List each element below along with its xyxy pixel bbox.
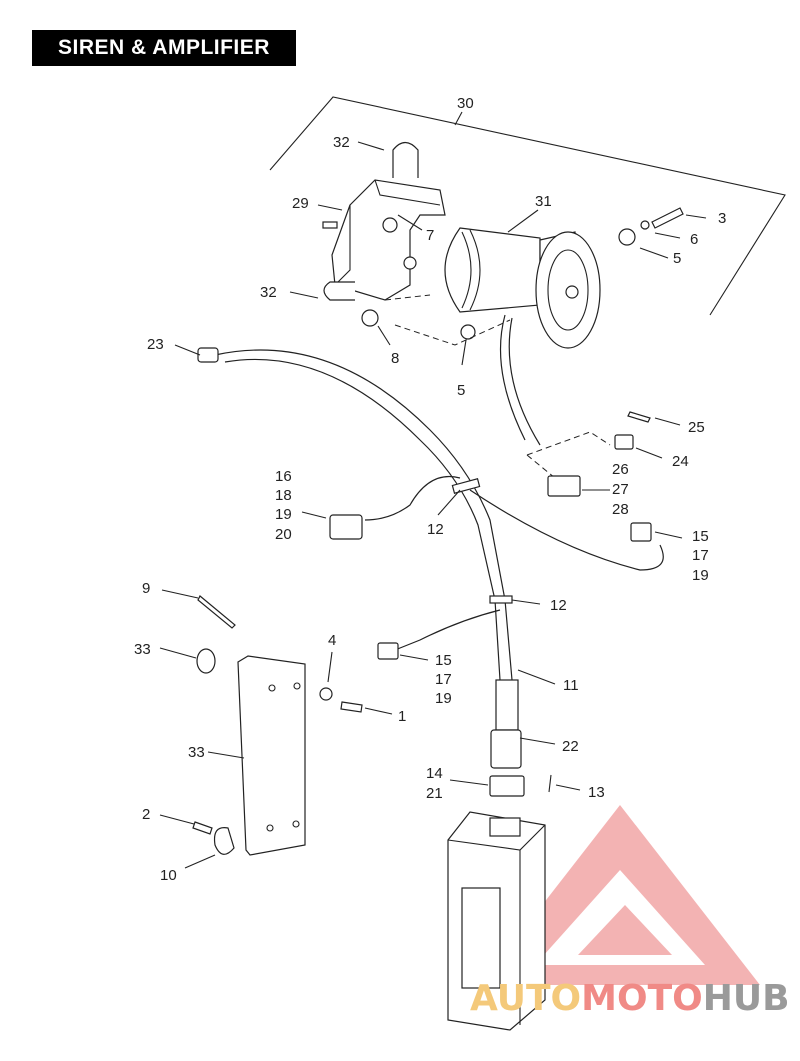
- callout-12: 12: [427, 521, 444, 538]
- washer-5: [618, 228, 636, 246]
- pin-13: [548, 774, 552, 793]
- callout-32: 32: [333, 134, 350, 151]
- u-bolt-lower: [323, 281, 355, 301]
- callout-6: 6: [690, 231, 698, 248]
- callout-8: 8: [391, 350, 399, 367]
- siren-lead-2: [508, 317, 541, 446]
- callout-23: 23: [147, 336, 164, 353]
- washer-6: [640, 220, 650, 230]
- callout-14: 14: [426, 765, 443, 782]
- harness-sleeve-11: [495, 679, 519, 731]
- callout-24: 24: [672, 453, 689, 470]
- callout-30: 30: [457, 95, 474, 112]
- callout-29: 29: [292, 195, 309, 212]
- connector-27: [547, 475, 581, 497]
- siren-assembly-bracket: [269, 96, 786, 316]
- callout-19-lower: 19: [435, 690, 452, 707]
- callout-16: 16: [275, 468, 292, 485]
- callout-13: 13: [588, 784, 605, 801]
- callout-2: 2: [142, 806, 150, 823]
- harness-connector-16: [329, 514, 363, 540]
- connector-14: [489, 775, 525, 797]
- connector-24: [614, 434, 634, 450]
- washer-4: [319, 687, 333, 701]
- callout-27: 27: [612, 481, 629, 498]
- callout-25: 25: [688, 419, 705, 436]
- watermark-hub: HUB: [703, 978, 790, 1019]
- diagram-title: SIREN & AMPLIFIER: [32, 30, 296, 66]
- screw-1: [340, 701, 363, 713]
- tie-9: [197, 595, 236, 629]
- amplifier: [447, 811, 546, 1031]
- callout-28: 28: [612, 501, 629, 518]
- callout-31: 31: [535, 193, 552, 210]
- callout-labels: 30 32 29 31 3 7 6 5 32 23 8 5 25 24 26 2…: [134, 95, 726, 884]
- callout-5-lower: 5: [457, 382, 465, 399]
- watermark-moto: MOTO: [581, 978, 703, 1019]
- callout-7: 7: [426, 227, 434, 244]
- callout-32-lower: 32: [260, 284, 277, 301]
- callout-22: 22: [562, 738, 579, 755]
- spacer-33: [196, 648, 216, 674]
- callout-18: 18: [275, 487, 292, 504]
- callout-33: 33: [134, 641, 151, 658]
- callout-10: 10: [160, 867, 177, 884]
- washer-5-lower: [460, 324, 476, 340]
- bolt-3: [651, 207, 684, 229]
- siren-speaker: [444, 227, 601, 349]
- mounting-plate: [237, 655, 306, 856]
- screw-2: [192, 821, 213, 835]
- u-bolt-top: [392, 141, 419, 178]
- nut-8: [361, 309, 379, 327]
- watermark-logo: [480, 805, 760, 985]
- callout-21: 21: [426, 785, 443, 802]
- callout-19-right: 19: [692, 567, 709, 584]
- siren-mount-bracket: [322, 179, 446, 301]
- connector-15-lower: [377, 642, 399, 660]
- watermark-auto: AUTO: [470, 978, 581, 1019]
- connector-22: [490, 729, 522, 769]
- ground-terminal-23: [197, 347, 219, 363]
- wiring-harness: [214, 349, 664, 681]
- callout-12-lower: 12: [550, 597, 567, 614]
- callout-5: 5: [673, 250, 681, 267]
- callout-3: 3: [718, 210, 726, 227]
- clamp-10: [213, 827, 235, 855]
- callout-11: 11: [563, 677, 579, 694]
- terminal-25: [627, 411, 651, 423]
- callout-17: 17: [692, 547, 709, 564]
- callout-9: 9: [142, 580, 150, 597]
- callout-19: 19: [275, 506, 292, 523]
- callout-4: 4: [328, 632, 336, 649]
- leader-lines: [159, 141, 707, 869]
- callout-26: 26: [612, 461, 629, 478]
- connector-15-upper: [630, 522, 652, 542]
- callout-1: 1: [398, 708, 406, 725]
- watermark-text: AUTOMOTOHUB: [470, 978, 790, 1019]
- callout-15: 15: [692, 528, 709, 545]
- siren-lead-1: [499, 314, 526, 441]
- callout-33-plate: 33: [188, 744, 205, 761]
- callout-15-lower: 15: [435, 652, 452, 669]
- callout-20: 20: [275, 526, 292, 543]
- callout-17-lower: 17: [435, 671, 452, 688]
